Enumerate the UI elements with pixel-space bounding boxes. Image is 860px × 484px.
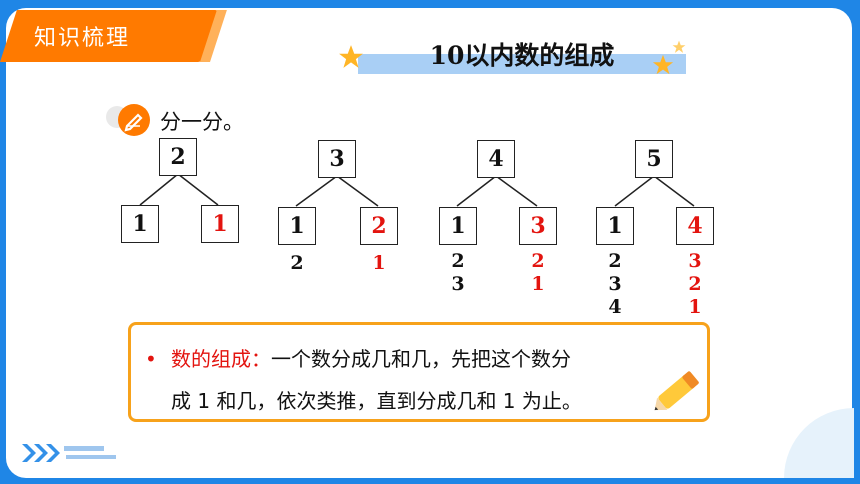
title-underline <box>358 54 686 74</box>
tree-right-list-item: 1 <box>531 273 545 295</box>
rule-note: • 数的组成：一个数分成几和几，先把这个数分 成 1 和几，依次类推，直到分成几… <box>128 322 710 422</box>
tree-left-part: 1 <box>278 207 316 245</box>
note-keyword: 数的组成： <box>171 347 271 371</box>
tree-top-number: 3 <box>318 140 356 178</box>
tree-top-number: 5 <box>635 140 673 178</box>
tree-left-list-item: 2 <box>290 252 304 274</box>
note-line-2: 成 1 和几，依次类推，直到分成几和 1 为止。 <box>171 389 582 413</box>
tree-right-part: 1 <box>201 205 239 243</box>
star-icon <box>339 45 363 68</box>
tree-left-part: 1 <box>439 207 477 245</box>
tree-top-number: 4 <box>477 140 515 178</box>
tree-right-list-item: 3 <box>688 250 702 272</box>
tree-right-list-item: 1 <box>688 296 702 318</box>
tree-left-list-item: 2 <box>451 250 465 272</box>
subsection-label: 分一分。 <box>160 110 244 134</box>
note-line-1: 数的组成：一个数分成几和几，先把这个数分 <box>171 343 571 372</box>
tree-left-list-item: 3 <box>608 273 622 295</box>
tree-left-part: 1 <box>121 205 159 243</box>
tag-label: 知识梳理 <box>34 26 131 51</box>
tree-right-part: 4 <box>676 207 714 245</box>
tree-right-part: 3 <box>519 207 557 245</box>
star-icon <box>672 40 686 53</box>
note-line-1-text: 一个数分成几和几，先把这个数分 <box>271 347 571 371</box>
page-title: 10以内数的组成 <box>429 41 615 70</box>
pencil-icon <box>654 371 699 411</box>
tree-left-list-item: 4 <box>608 296 622 318</box>
tree-left-part: 1 <box>596 207 634 245</box>
tree-left-list-item: 2 <box>608 250 622 272</box>
tree-right-part: 2 <box>360 207 398 245</box>
tree-left-list-item: 3 <box>451 273 465 295</box>
subsection-heading: 分一分。 <box>106 100 266 140</box>
tree-top-number: 2 <box>159 138 197 176</box>
section-tag: 知识梳理 <box>0 10 227 62</box>
tree-right-list-item: 2 <box>531 250 545 272</box>
tree-right-list-item: 2 <box>688 273 702 295</box>
star-icon <box>652 54 674 75</box>
pen-icon <box>118 104 150 136</box>
tree-right-list-item: 1 <box>372 252 386 274</box>
brand-logo <box>22 444 116 462</box>
note-bullet: • <box>145 347 157 371</box>
